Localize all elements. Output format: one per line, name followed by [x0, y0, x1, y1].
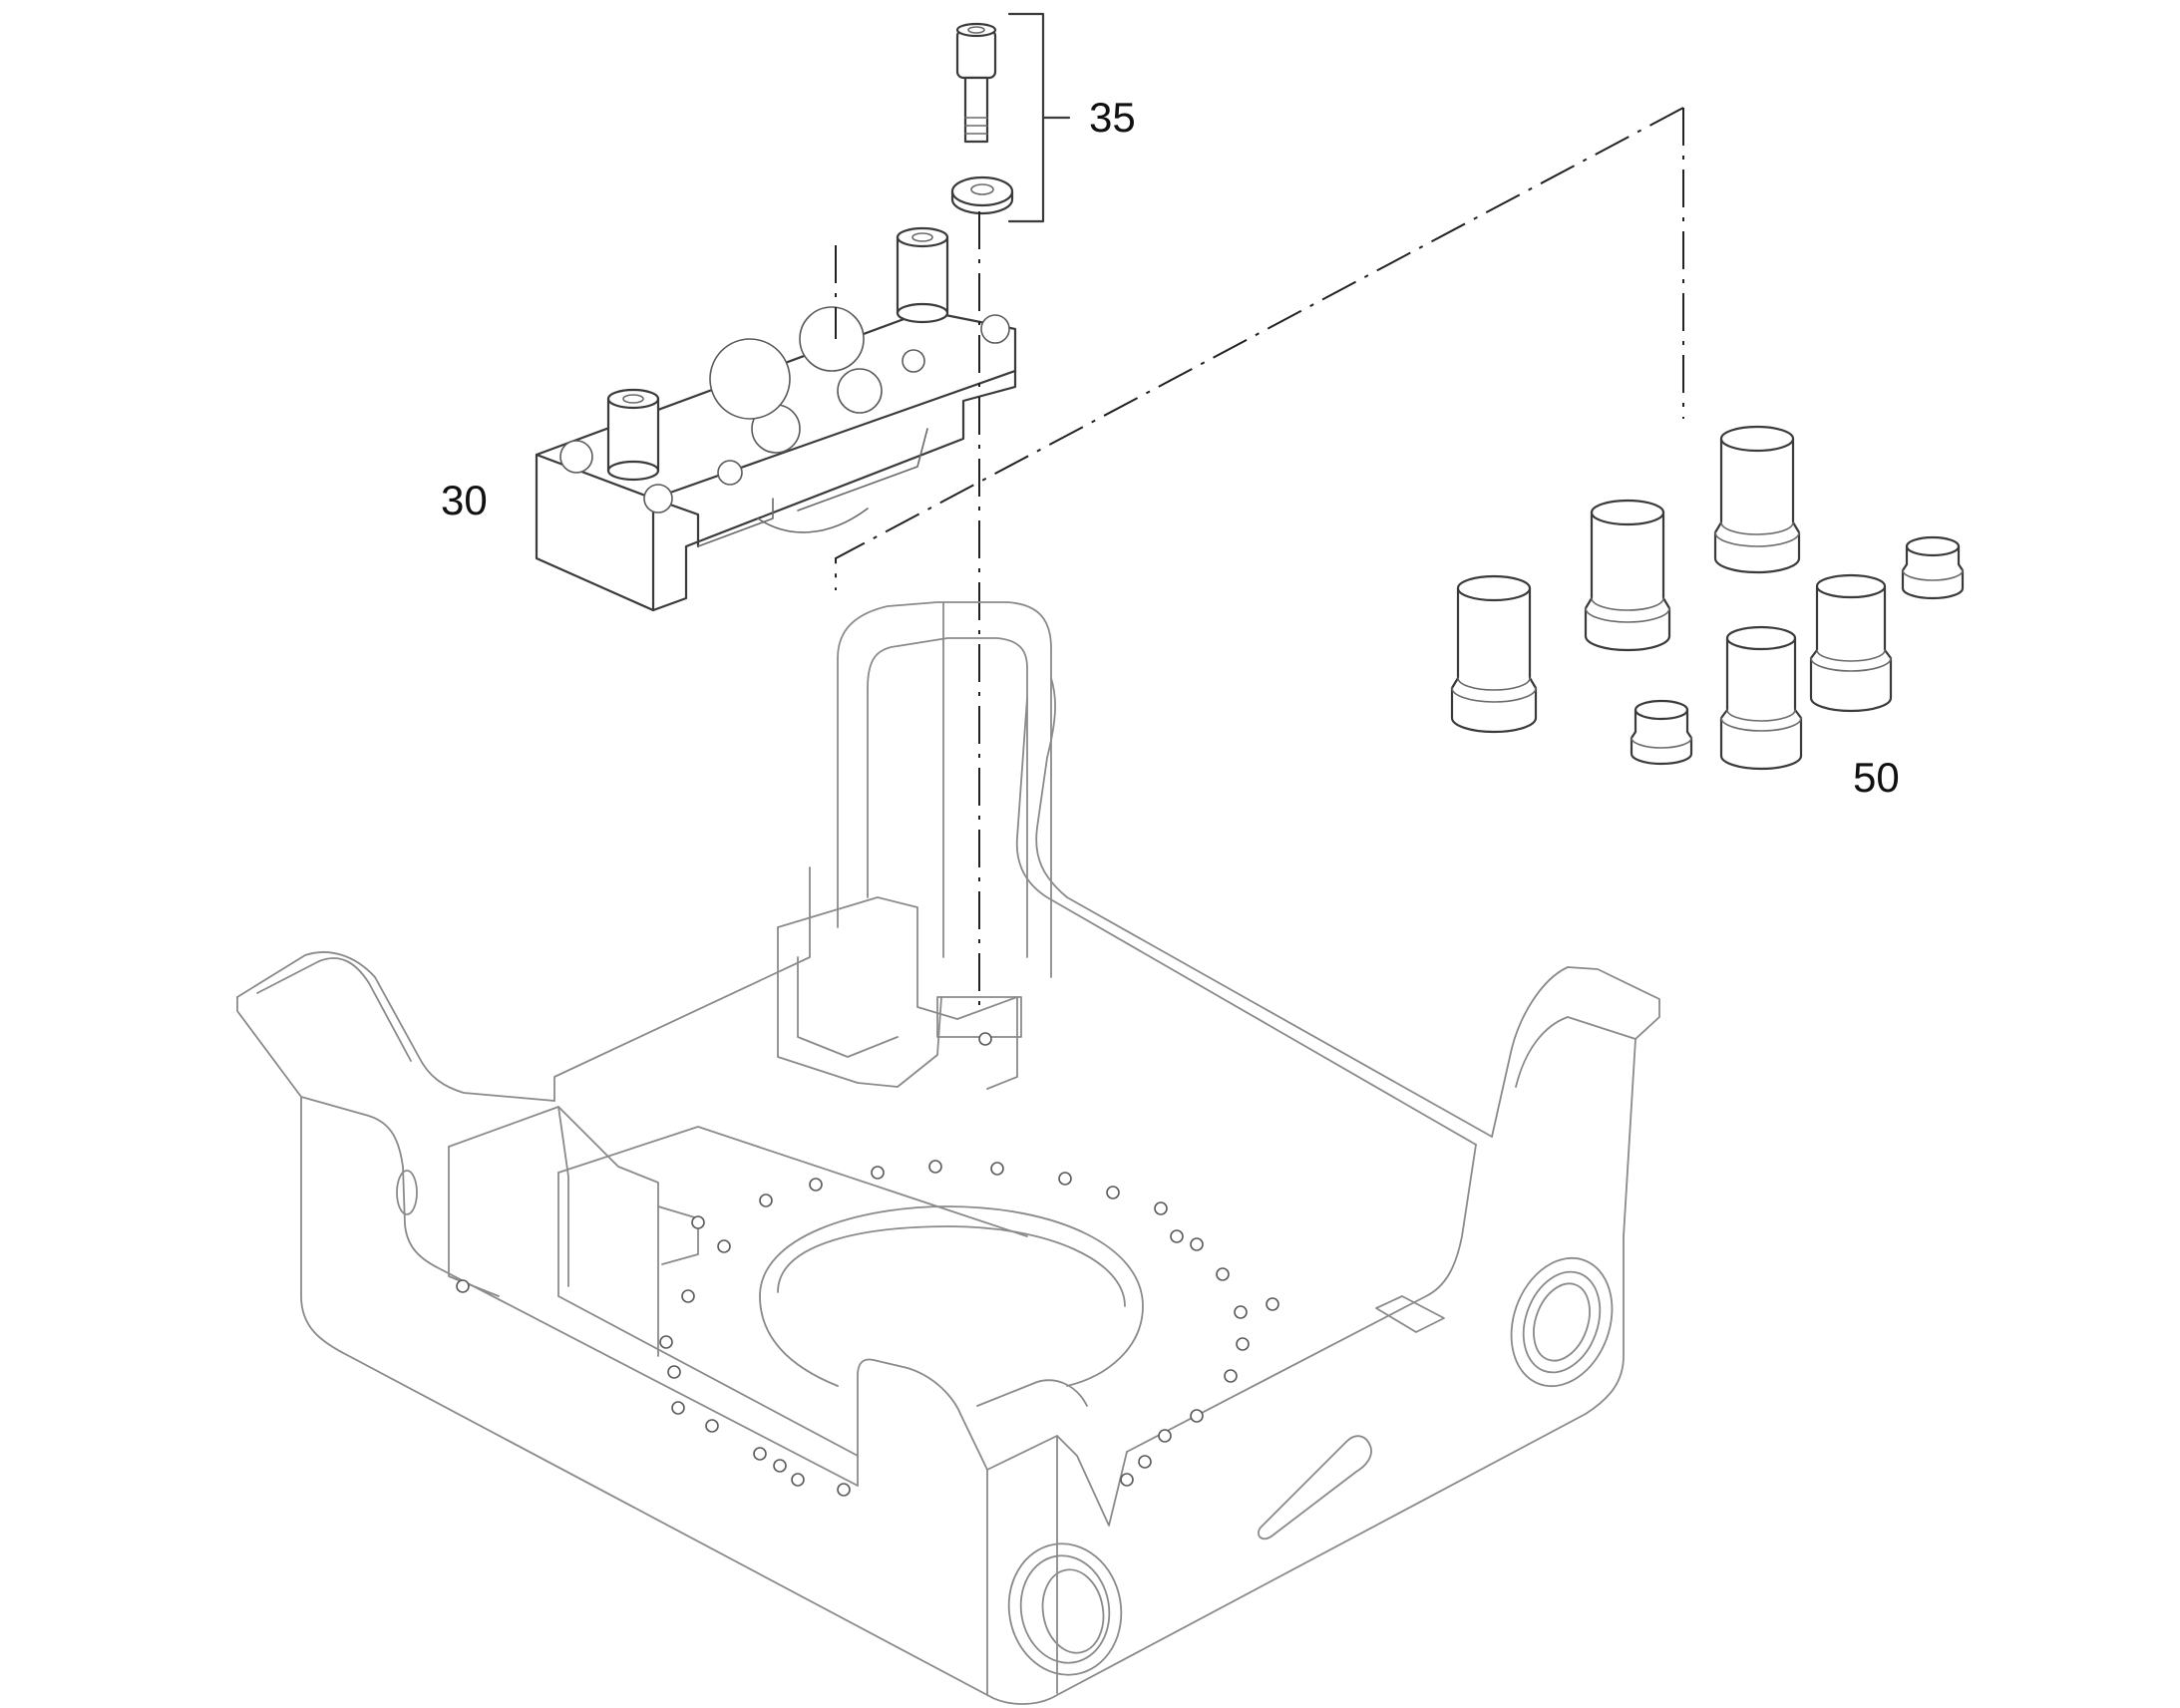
callout-label-50: 50 [1853, 754, 1900, 801]
valve-block [535, 226, 1017, 612]
assembly-center-lines [835, 107, 1684, 1009]
floor-hole-pattern [456, 1032, 1279, 1497]
cylinder-plug-4 [1809, 573, 1893, 713]
base-frame [236, 601, 1660, 1705]
socket-head-screw [955, 22, 997, 144]
callout-label-35: 35 [1089, 94, 1136, 141]
callout-label-30: 30 [441, 477, 488, 523]
cylinder-plug-3 [1713, 425, 1801, 574]
cylinder-plug-1 [1450, 574, 1538, 734]
cylinder-plug-5 [1719, 625, 1803, 771]
small-cap-2 [1901, 535, 1965, 600]
washer [950, 175, 1014, 215]
callout-bracket-35 [1007, 12, 1071, 223]
small-cap-1 [1630, 699, 1693, 766]
cylinder-plug-2 [1584, 499, 1671, 652]
